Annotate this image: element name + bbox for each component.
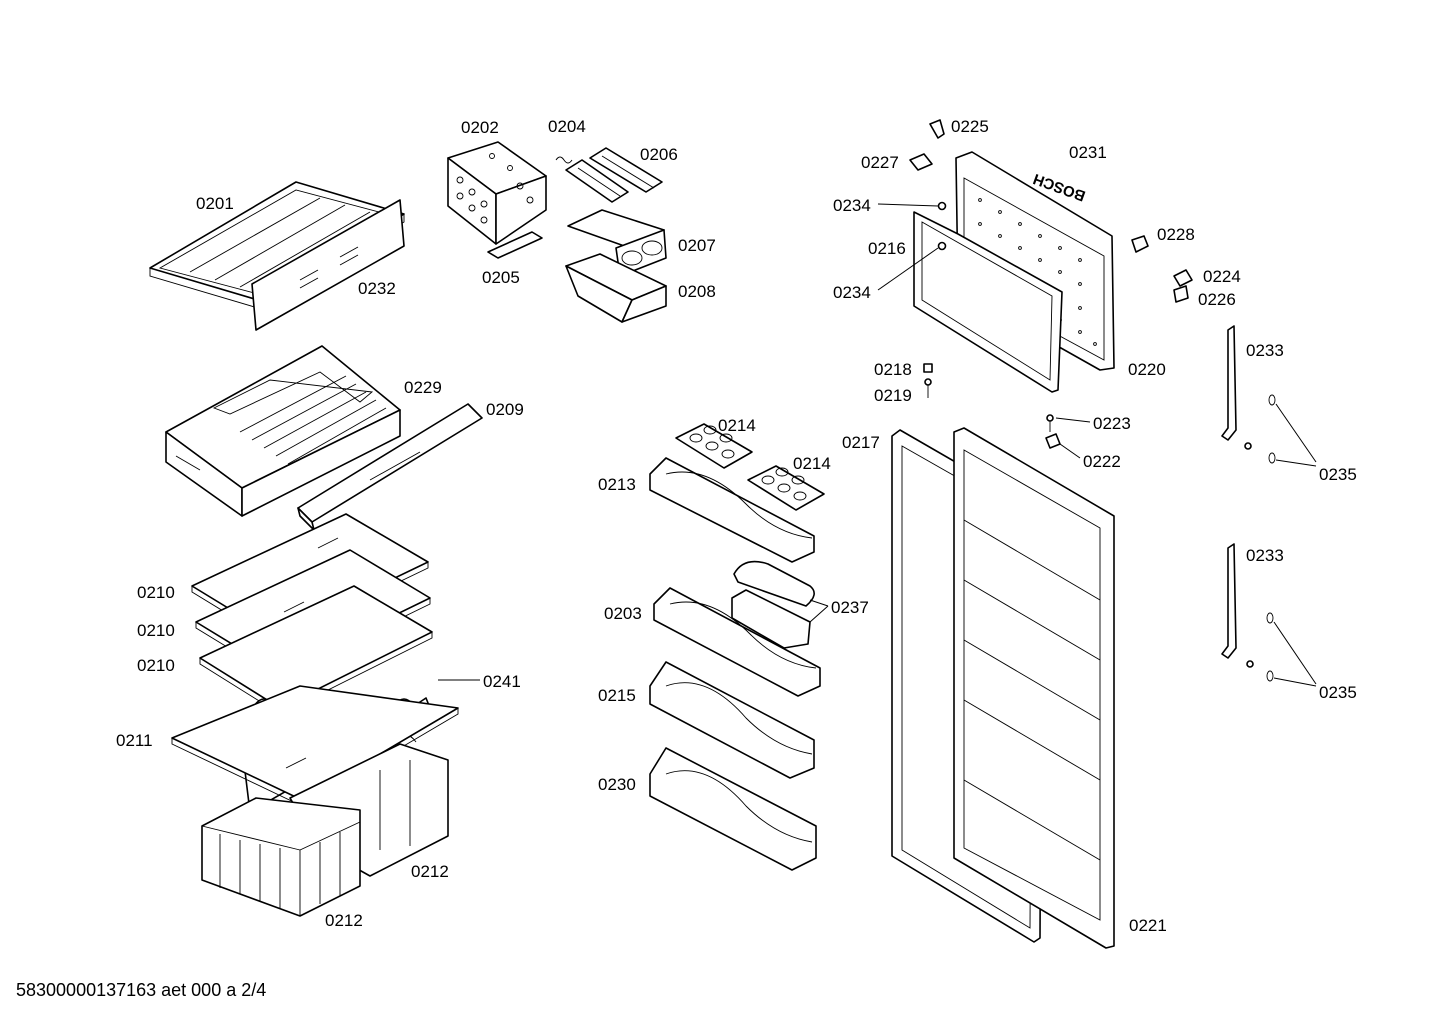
- label-0223: 0223: [1093, 414, 1131, 433]
- part-0234-screw-upper: [937, 201, 947, 211]
- part-0206-ice-trays: [565, 147, 663, 203]
- part-0213-door-rack: [649, 457, 815, 563]
- label-0217: 0217: [842, 433, 880, 452]
- part-0209-rail: [297, 403, 483, 531]
- label-0214-2: 0214: [793, 454, 831, 473]
- label-0211: 0211: [116, 731, 153, 750]
- label-0230: 0230: [598, 775, 636, 794]
- label-0226: 0226: [1198, 290, 1236, 309]
- part-0225-hinge: [929, 119, 945, 139]
- part-0208-drawer: [565, 253, 667, 323]
- label-0241: 0241: [483, 672, 521, 691]
- label-0234-upper: 0234: [833, 196, 871, 215]
- part-0230-door-rack: [649, 747, 817, 871]
- label-0229: 0229: [404, 378, 442, 397]
- part-0214-egg-tray-2: [747, 465, 825, 511]
- label-0205: 0205: [482, 268, 520, 287]
- label-0210-1: 0210: [137, 583, 175, 602]
- part-0223-screw: [1046, 414, 1054, 432]
- document-id: 58300000137163 aet 000 a 2/4: [16, 980, 267, 1000]
- label-0208: 0208: [678, 282, 716, 301]
- label-0214-1: 0214: [718, 416, 756, 435]
- label-0235-lower: 0235: [1319, 683, 1357, 702]
- label-0237: 0237: [831, 598, 869, 617]
- part-0216-freezer-gasket: [913, 211, 1063, 393]
- part-0228-hinge: [1131, 235, 1149, 253]
- label-0220: 0220: [1128, 360, 1166, 379]
- part-0218-nut: [923, 363, 933, 373]
- part-0232-front-cover: [251, 199, 405, 331]
- label-0216: 0216: [868, 239, 906, 258]
- part-0226-cover: [1173, 285, 1189, 303]
- label-0212-rear: 0212: [411, 862, 449, 881]
- part-labels: 0201 0232 0202 0204 0206 0205 0207 0208 …: [116, 117, 1357, 935]
- label-0201: 0201: [196, 194, 234, 213]
- part-0212-crisper-bin-front: [201, 797, 361, 917]
- part-0229-crisper-drawer: [165, 345, 401, 517]
- label-0233-lower: 0233: [1246, 546, 1284, 565]
- part-0227-cap: [909, 153, 933, 171]
- label-0235-upper: 0235: [1319, 465, 1357, 484]
- part-0235-washers-lower: [1246, 612, 1274, 682]
- label-0207: 0207: [678, 236, 716, 255]
- label-0228: 0228: [1157, 225, 1195, 244]
- leader-lines: [438, 203, 1317, 687]
- label-0233-upper: 0233: [1246, 341, 1284, 360]
- label-0218: 0218: [874, 360, 912, 379]
- label-0225: 0225: [951, 117, 989, 136]
- part-0205-strip: [487, 231, 543, 259]
- label-0210-2: 0210: [137, 621, 175, 640]
- label-0210-3: 0210: [137, 656, 175, 675]
- part-0219-screw: [924, 378, 932, 398]
- label-0231: 0231: [1069, 143, 1107, 162]
- label-0227: 0227: [861, 153, 899, 172]
- part-0207-frame: [567, 209, 667, 277]
- label-0219: 0219: [874, 386, 912, 405]
- part-0234-screw-lower: [937, 241, 947, 251]
- label-0202: 0202: [461, 118, 499, 137]
- part-0202-cage: [447, 141, 547, 245]
- part-0221-fridge-door: [953, 427, 1115, 949]
- label-0206: 0206: [640, 145, 678, 164]
- label-0212-front: 0212: [325, 911, 363, 930]
- part-0214-egg-tray-1: [675, 423, 753, 469]
- part-0235-washers-upper: [1244, 394, 1276, 464]
- label-0234-lower: 0234: [833, 283, 871, 302]
- part-0233-hinge-lower: [1221, 543, 1237, 659]
- part-0203-door-rack: [653, 587, 821, 697]
- label-0204: 0204: [548, 117, 586, 136]
- part-0215-door-rack: [649, 661, 815, 779]
- label-0232: 0232: [358, 279, 396, 298]
- label-0203: 0203: [604, 604, 642, 623]
- part-0224-cover: [1173, 269, 1193, 287]
- label-0221: 0221: [1129, 916, 1167, 935]
- label-0213: 0213: [598, 475, 636, 494]
- label-0209: 0209: [486, 400, 524, 419]
- part-0201-shelf-tray: [149, 181, 405, 309]
- label-0215: 0215: [598, 686, 636, 705]
- part-0233-hinge-upper: [1221, 325, 1237, 441]
- label-0224: 0224: [1203, 267, 1241, 286]
- part-0222-bracket: [1045, 433, 1061, 449]
- label-0222: 0222: [1083, 452, 1121, 471]
